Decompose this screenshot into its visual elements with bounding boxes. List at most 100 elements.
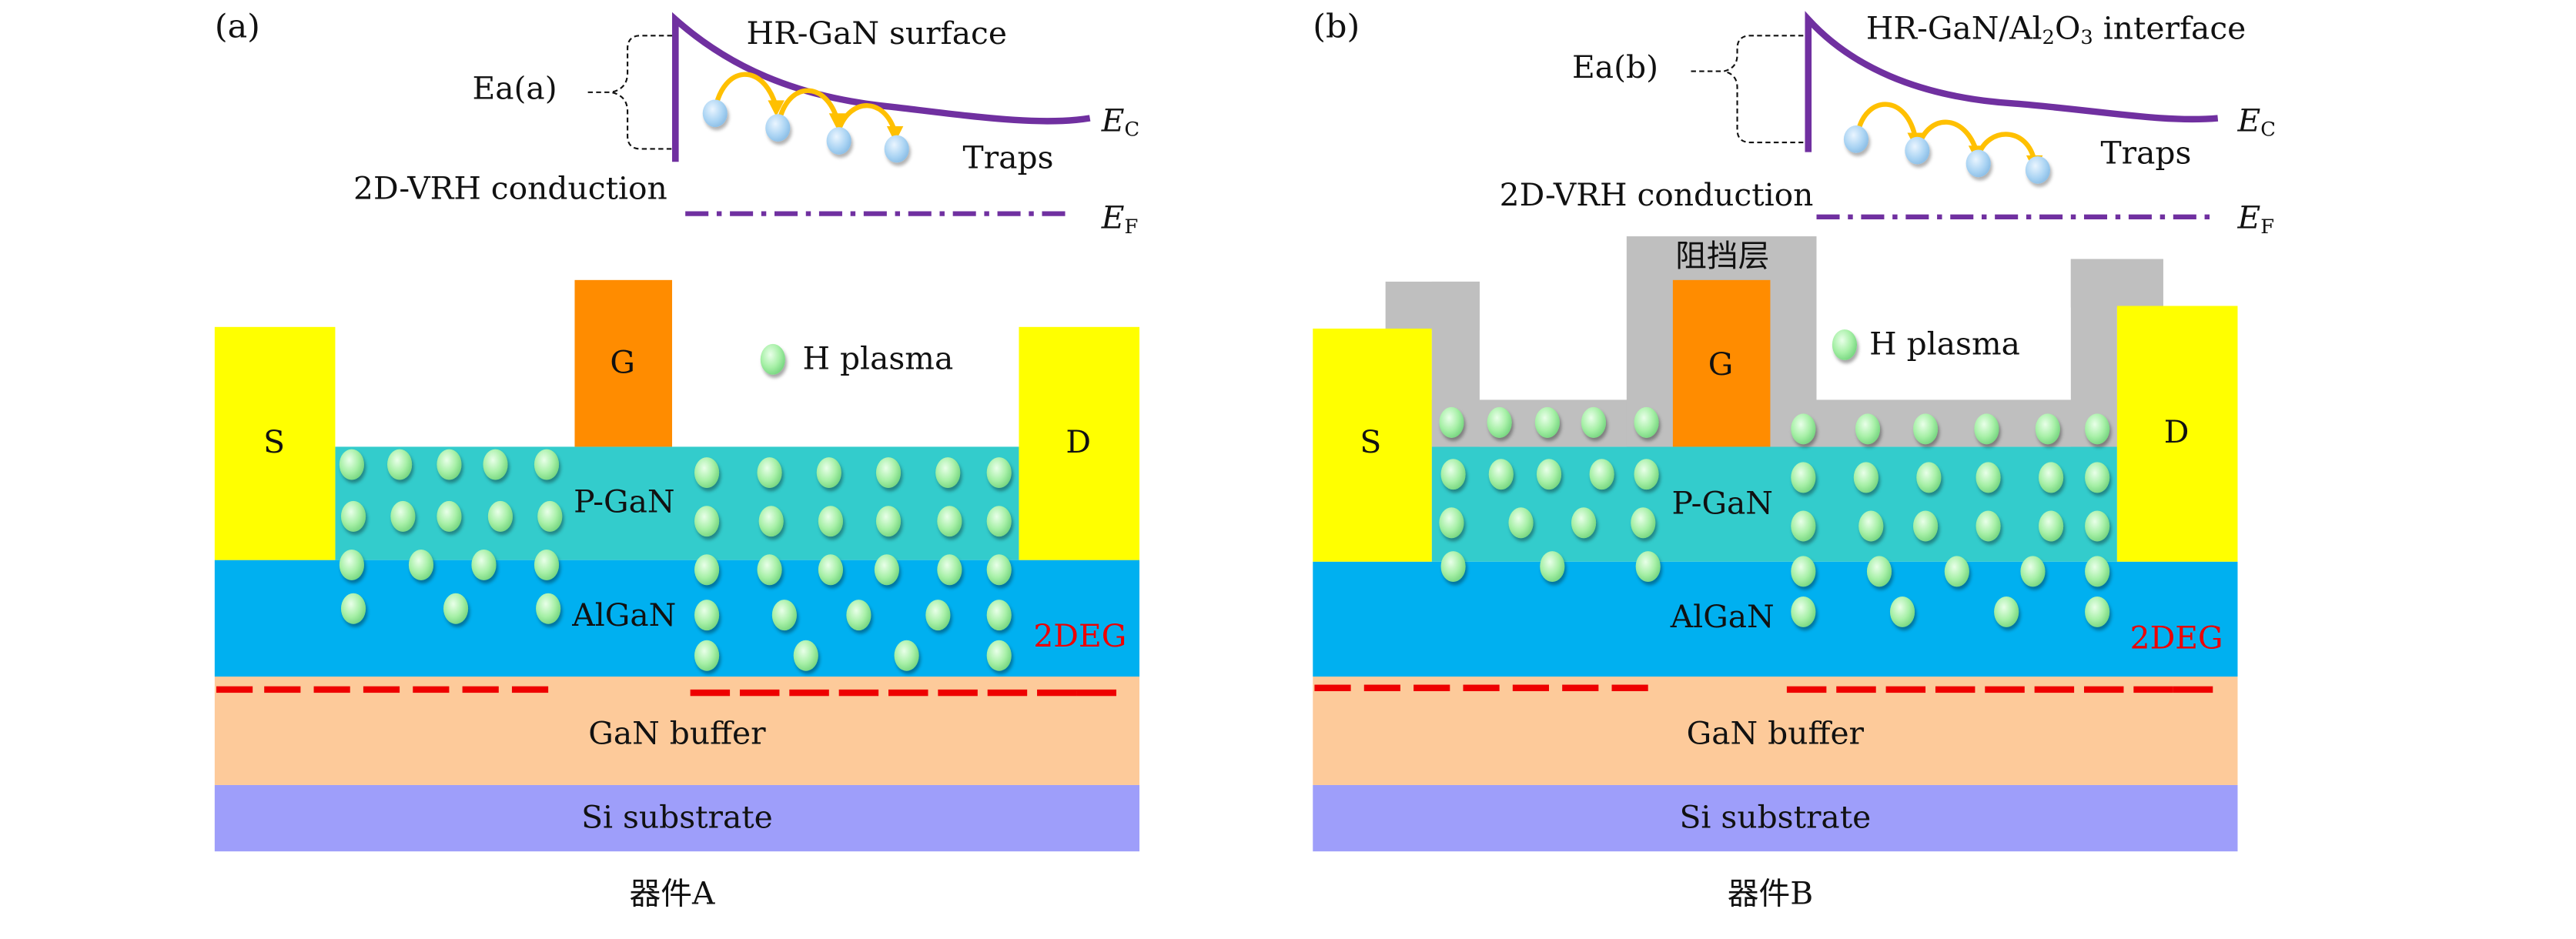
hop-arrow bbox=[1855, 102, 1919, 140]
hopping-arrows bbox=[1855, 102, 2037, 163]
h-plasma-particle bbox=[1916, 462, 1942, 493]
hop-arrow bbox=[712, 72, 779, 111]
2deg-dash bbox=[413, 686, 450, 693]
h-plasma-particle bbox=[1974, 413, 1999, 445]
trap-state bbox=[826, 127, 851, 155]
h-plasma-particle bbox=[1508, 507, 1534, 539]
band-title-prefix: HR-GaN/Al bbox=[1865, 11, 2042, 47]
si-substrate-label: Si substrate bbox=[581, 800, 773, 837]
source-label: S bbox=[1360, 425, 1382, 461]
2deg-dash bbox=[363, 686, 400, 693]
2deg-dash bbox=[1076, 689, 1117, 697]
si-substrate-layer bbox=[214, 784, 1140, 852]
2deg-dash bbox=[313, 686, 350, 693]
conduction-band-edge bbox=[1805, 11, 2219, 152]
hop-arrowheads bbox=[768, 100, 904, 143]
h-plasma-particle bbox=[846, 600, 871, 631]
h-plasma-particle bbox=[694, 506, 720, 537]
band-title-mid: O bbox=[2054, 11, 2081, 47]
conduction-band-subscript: C bbox=[1124, 118, 1140, 141]
2deg-dash bbox=[1512, 684, 1550, 691]
2deg-dash bbox=[938, 689, 978, 697]
trap-state bbox=[2025, 155, 2051, 184]
h-plasma-particle bbox=[875, 506, 902, 537]
band-diagram-a bbox=[587, 12, 1091, 216]
p-gan-label: P-GaN bbox=[574, 484, 675, 521]
conduction-band-label: EC bbox=[1102, 106, 1140, 141]
h-plasma-particle bbox=[1975, 510, 2001, 542]
h-plasma-particle bbox=[1866, 556, 1892, 587]
h-plasma-particle bbox=[443, 593, 469, 624]
h-plasma-particle bbox=[536, 593, 561, 624]
algan-layer bbox=[214, 560, 1140, 677]
drain-contact bbox=[1019, 326, 1140, 560]
gate-contact bbox=[574, 279, 673, 447]
legend-h-plasma-label: H plasma bbox=[1869, 326, 2020, 363]
2deg-dash bbox=[1985, 686, 2025, 693]
h-plasma-particle bbox=[471, 549, 497, 580]
2deg-dash bbox=[1562, 684, 1599, 691]
2deg-dash bbox=[888, 689, 928, 697]
gan-buffer-label: GaN buffer bbox=[588, 716, 766, 752]
fermi-level-symbol: E bbox=[2237, 200, 2261, 237]
conduction-band-edge bbox=[672, 12, 1091, 162]
h-plasma-particle bbox=[694, 640, 720, 671]
conduction-band-symbol: E bbox=[2237, 103, 2261, 139]
h-plasma-particle bbox=[340, 593, 366, 624]
2deg-dash bbox=[690, 689, 731, 697]
h-plasma-particle bbox=[1889, 596, 1915, 627]
2deg-dash bbox=[2083, 686, 2124, 693]
source-contact bbox=[1313, 328, 1432, 562]
2deg-dash bbox=[1885, 686, 1926, 693]
h-plasma-particle bbox=[1912, 413, 1939, 445]
h-plasma-particle bbox=[1975, 462, 2001, 493]
h-plasma-particle bbox=[2035, 413, 2060, 445]
2deg-label: 2DEG bbox=[2129, 620, 2223, 657]
h-plasma-particle bbox=[925, 600, 951, 631]
h-plasma-particle bbox=[937, 506, 962, 537]
h-plasma-particle bbox=[1631, 507, 1656, 539]
2deg-dash bbox=[2173, 686, 2213, 693]
h-plasma-particle bbox=[1855, 413, 1881, 445]
trap-state bbox=[884, 135, 909, 163]
h-plasma-particle bbox=[694, 600, 720, 631]
h-plasma-particle bbox=[935, 457, 961, 489]
h-plasma-particle bbox=[1635, 551, 1661, 583]
source-label: S bbox=[263, 425, 286, 461]
h-plasma-particle bbox=[2020, 556, 2046, 587]
p-gan-layer bbox=[1431, 446, 2117, 562]
2deg-dash bbox=[987, 689, 1028, 697]
h-plasma-particle bbox=[339, 549, 364, 580]
h-plasma-particle bbox=[1791, 462, 1816, 493]
h-plasma-particle bbox=[1488, 459, 1514, 490]
h-plasma-particle bbox=[1853, 462, 1878, 493]
drain-label: D bbox=[2163, 415, 2190, 451]
trap-state bbox=[765, 114, 791, 142]
h-plasma-particle bbox=[986, 600, 1012, 631]
h-plasma-particle bbox=[1571, 507, 1597, 539]
hop-arrow bbox=[836, 103, 898, 134]
h-plasma-particle bbox=[1634, 459, 1659, 490]
2deg-dash bbox=[1611, 684, 1648, 691]
legend-h-plasma-dot bbox=[760, 343, 785, 375]
h-plasma-particle bbox=[1791, 413, 1816, 445]
algan-label: AlGaN bbox=[1670, 600, 1775, 636]
2deg-dash bbox=[462, 686, 499, 693]
legend-h-plasma-label: H plasma bbox=[802, 341, 954, 377]
h-plasma-particle bbox=[340, 500, 366, 532]
h-plasma-particle bbox=[390, 500, 416, 532]
barrier-layer-label: 阻挡层 bbox=[1675, 239, 1770, 275]
gan-buffer-layer bbox=[1313, 677, 2238, 785]
barrier-layer-right-step bbox=[2070, 259, 2163, 308]
h-plasma-particle bbox=[986, 640, 1012, 671]
activation-energy-label: Ea(b) bbox=[1572, 50, 1658, 86]
h-plasma-particle bbox=[875, 457, 902, 489]
2deg-dash bbox=[1037, 689, 1077, 697]
algan-label: AlGaN bbox=[572, 598, 677, 634]
h-plasma-particle bbox=[757, 554, 782, 586]
h-plasma-particle bbox=[1791, 556, 1816, 587]
2deg-dash bbox=[838, 689, 879, 697]
algan-layer bbox=[1313, 561, 2238, 677]
h-plasma-particle bbox=[894, 640, 919, 671]
